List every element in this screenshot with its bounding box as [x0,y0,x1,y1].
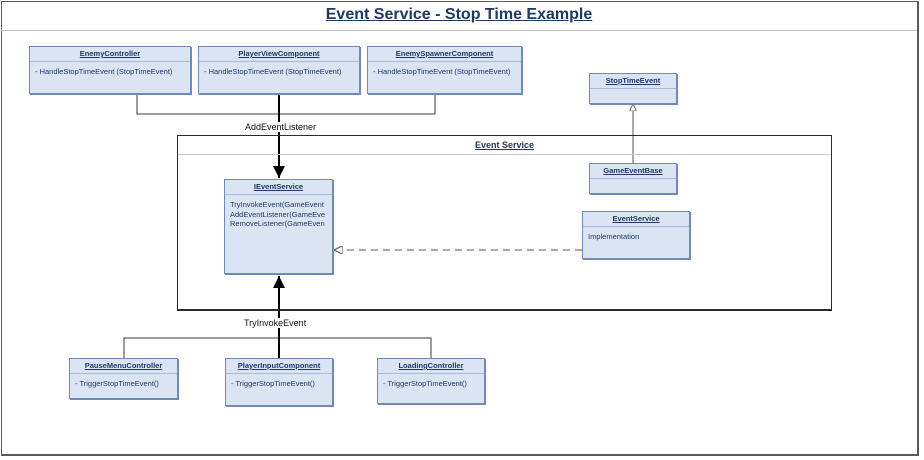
class-name: EventService [583,212,689,227]
event-service-package: Event Service [177,135,832,311]
class-member: - TriggerStopTimeEvent() [231,379,315,388]
class-name: GameEventBase [590,164,676,179]
class-member: - HandleStopTimeEvent (StopTimeEvent) [204,67,342,76]
class-name: LoadingController [378,359,484,374]
class-name: IEventService [225,180,332,195]
class-event-service: EventService Implementation [582,211,690,259]
class-game-event-base: GameEventBase [589,163,677,194]
class-member: Implementation [588,232,640,241]
class-stop-time-event: StopTimeEvent [589,73,677,104]
diagram-title: Event Service - Stop Time Example [325,6,593,23]
class-member: AddEventListener(GameEve [230,209,326,219]
class-member: RemoveListener(GameEven [230,219,325,228]
package-title: Event Service [178,136,831,155]
class-name: PauseMenuController [70,359,177,374]
class-member: TryInvokeEvent(GameEvent [230,200,324,209]
class-name: EnemyController [30,47,190,62]
class-member: - TriggerStopTimeEvent() [383,379,467,388]
class-player-input-component: PlayerInputComponent - TriggerStopTimeEv… [225,358,333,406]
class-pause-menu-controller: PauseMenuController - TriggerStopTimeEve… [69,358,178,399]
class-ievent-service: IEventService TryInvokeEvent(GameEvent A… [224,179,333,274]
class-player-view-component: PlayerViewComponent - HandleStopTimeEven… [198,46,360,94]
title-bar: Event Service - Stop Time Example [1,1,917,31]
class-enemy-controller: EnemyController - HandleStopTimeEvent (S… [29,46,191,94]
invoker-bus [123,337,432,358]
try-invoke-event-label: TryInvokeEvent [244,318,307,328]
class-name: PlayerViewComponent [199,47,359,62]
class-member: - HandleStopTimeEvent (StopTimeEvent) [35,67,173,76]
class-member: - TriggerStopTimeEvent() [75,379,159,388]
class-name: PlayerInputComponent [226,359,332,374]
class-name: StopTimeEvent [590,74,676,89]
add-event-listener-label: AddEventListener [245,122,317,132]
class-name: EnemySpawnerComponent [368,47,521,62]
class-member: - HandleStopTimeEvent (StopTimeEvent) [373,67,511,76]
listener-bus [136,94,436,115]
class-loading-controller: LoadingController - TriggerStopTimeEvent… [377,358,485,404]
class-enemy-spawner-component: EnemySpawnerComponent - HandleStopTimeEv… [367,46,522,94]
